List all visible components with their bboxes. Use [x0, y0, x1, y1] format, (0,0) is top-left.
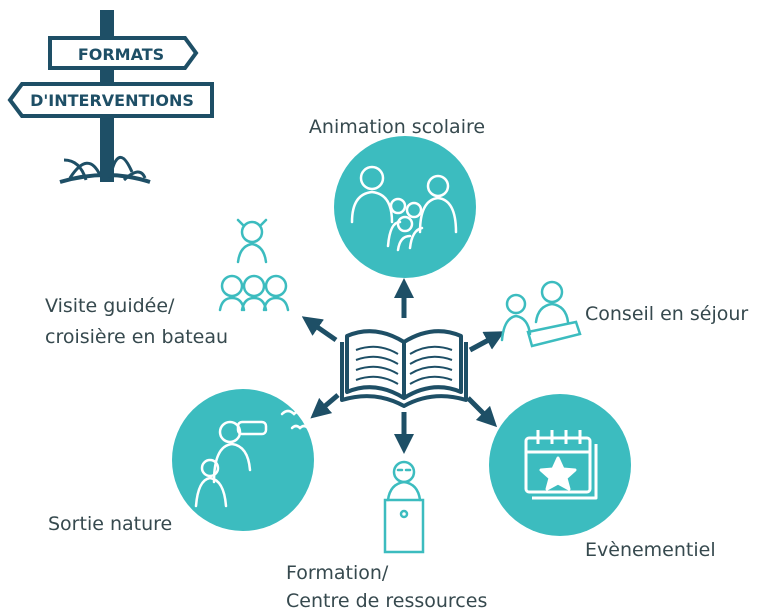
sign-top-text: FORMATS — [78, 45, 164, 64]
binoculars-birdwatch-icon — [194, 409, 310, 508]
sign-bottom-text: D'INTERVENTIONS — [30, 91, 194, 110]
arrow-left-up — [301, 316, 338, 343]
guide-with-group-icon — [218, 218, 290, 312]
arrows — [301, 278, 505, 454]
animation-scolaire-node — [334, 136, 476, 278]
sign-top-board — [48, 36, 199, 70]
evenementiel-node — [489, 394, 631, 536]
signpost-icon — [7, 10, 214, 184]
label-sortie-nature: Sortie nature — [48, 513, 172, 535]
label-animation-scolaire: Animation scolaire — [309, 116, 485, 138]
counter-advisor-icon — [500, 280, 582, 348]
calendar-star-icon — [524, 430, 598, 500]
arrow-right-down — [466, 396, 498, 428]
label-evenementiel: Evènementiel — [585, 539, 716, 561]
label-visite-line1: Visite guidée/ — [45, 295, 175, 317]
label-conseil-en-sejour: Conseil en séjour — [585, 303, 748, 325]
sign-bottom-board — [7, 82, 214, 118]
sortie-nature-node — [172, 389, 314, 531]
label-formation-line1: Formation/ — [286, 562, 389, 584]
open-book-icon — [340, 329, 468, 408]
children-group-icon — [350, 165, 458, 252]
label-visite-line2: croisière en bateau — [45, 326, 228, 348]
arrow-left-down — [310, 393, 340, 419]
teacher-at-lectern-icon — [383, 460, 425, 554]
label-formation-line2: Centre de ressources — [286, 590, 487, 612]
arrow-right-up — [468, 331, 505, 353]
